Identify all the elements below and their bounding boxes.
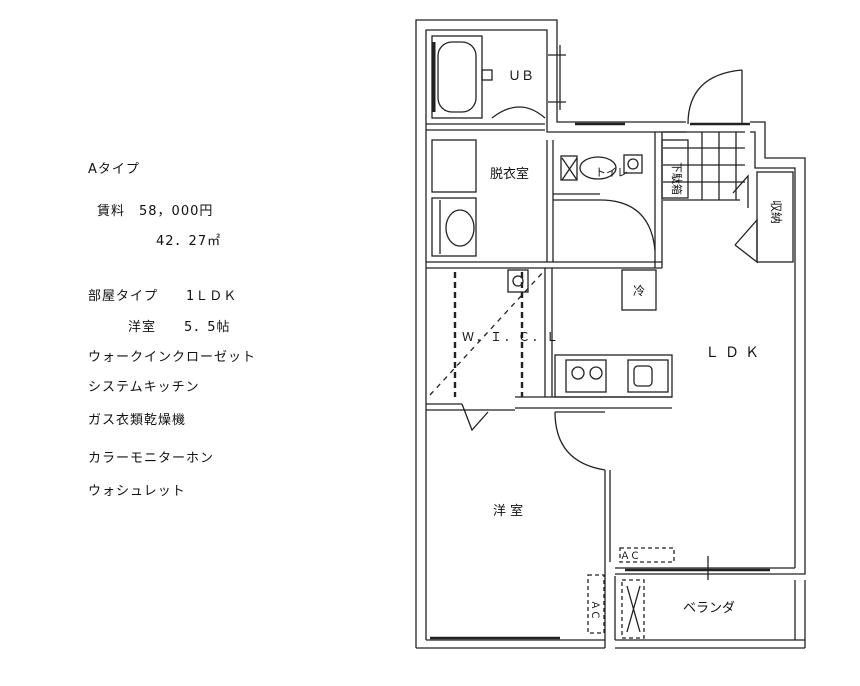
windows [430, 122, 770, 640]
label-toilet: トイレ [595, 166, 628, 179]
rent: 賃料 58，000円 [97, 204, 214, 219]
feature-gas-dryer: ガス衣類乾燥機 [88, 413, 187, 428]
label-ub: ＵＢ [508, 69, 534, 84]
kitchen-counter-icon [554, 354, 673, 398]
outer-walls [415, 19, 806, 649]
label-dressing-room: 脱衣室 [490, 166, 529, 182]
floor-area: 42．27㎡ [156, 234, 222, 249]
feature-washlet: ウォシュレット [88, 484, 186, 499]
toilet-icon [560, 154, 656, 251]
veranda [587, 547, 806, 649]
label-ac-upper: ＡＣ [620, 551, 640, 562]
feature-monitor-intercom: カラーモニターホン [88, 451, 215, 466]
room-type: 部屋タイプ 1ＬＤＫ [88, 289, 238, 304]
label-wic: Ｗ．Ｉ．Ｃ．Ｌ [462, 330, 560, 344]
label-western-room: 洋 室 [493, 503, 523, 519]
wic-door [461, 269, 529, 432]
bathtub-icon [431, 35, 566, 119]
feature-system-kitchen: システムキッチン [88, 380, 200, 395]
label-storage: 収納 [769, 200, 783, 224]
label-ldk: ＬＤＫ [705, 345, 765, 361]
western-room-size: 洋室 5．5帖 [128, 320, 231, 335]
walk-in-closet-diagonal [429, 269, 546, 396]
entrance-door-icon [661, 69, 745, 201]
feature-walk-in-closet: ウォークインクローゼット [88, 350, 257, 365]
type-name: Aタイプ [88, 162, 140, 177]
label-refrigerator: 冷 [633, 284, 645, 298]
label-ac-lower: ＡＣ [589, 600, 600, 620]
western-room-door [554, 411, 606, 471]
refrigerator-icon [621, 269, 657, 311]
storage-icon [732, 171, 794, 264]
walk-in-closet [453, 272, 524, 397]
label-shoe-box: 下駄箱 [670, 162, 684, 195]
label-veranda: ベランダ [683, 601, 735, 616]
washbasin-icon [431, 139, 477, 257]
